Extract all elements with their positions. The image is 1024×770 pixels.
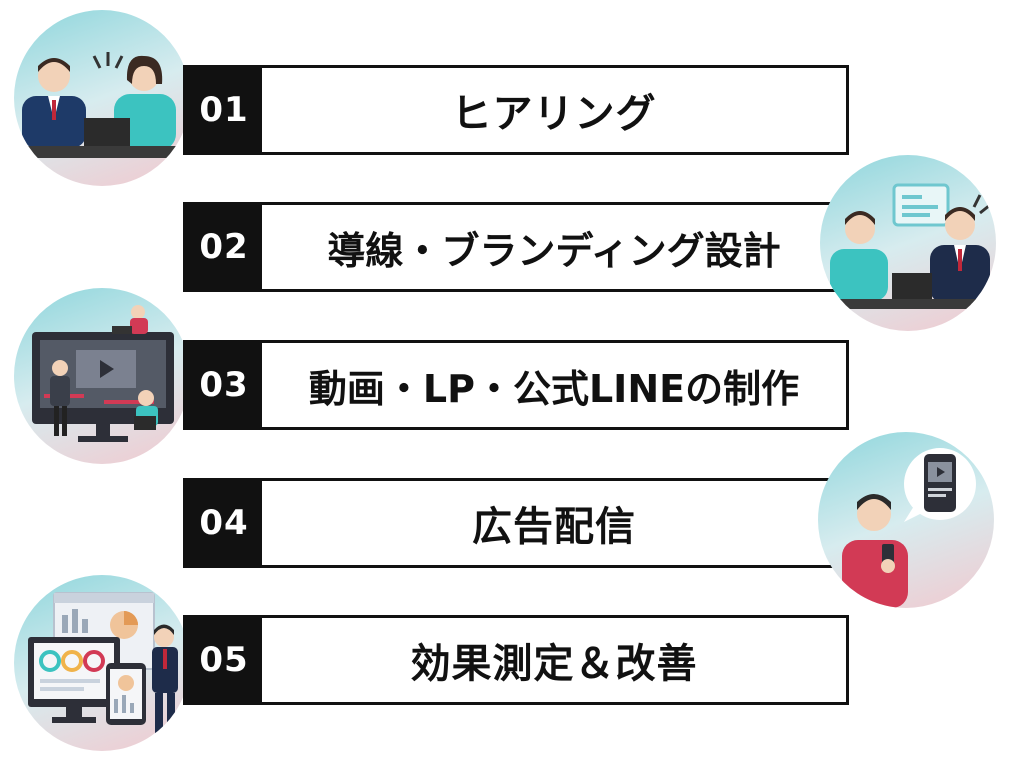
illustration-consulting xyxy=(820,155,996,331)
step-number: 01 xyxy=(186,68,262,152)
step-label: ヒアリング xyxy=(451,91,657,137)
video-production-icon xyxy=(32,305,174,442)
smartphone-ad-icon xyxy=(842,448,976,608)
consulting-presentation-icon xyxy=(820,183,996,309)
meeting-hearing-icon xyxy=(14,52,190,158)
analytics-dashboard-icon xyxy=(28,592,178,735)
step-05: 05 効果測定＆改善 xyxy=(183,615,849,705)
step-label: 効果測定＆改善 xyxy=(410,641,698,687)
step-label: 広告配信 xyxy=(472,504,636,550)
illustration-analytics xyxy=(14,575,190,751)
step-03: 03 動画・LP・公式LINEの制作 xyxy=(183,340,849,430)
step-label: 導線・ブランディング設計 xyxy=(327,228,781,273)
step-01: 01 ヒアリング xyxy=(183,65,849,155)
step-number: 03 xyxy=(186,343,262,427)
step-02: 02 導線・ブランディング設計 xyxy=(183,202,849,292)
step-label: 動画・LP・公式LINEの制作 xyxy=(308,366,800,411)
step-04: 04 広告配信 xyxy=(183,478,849,568)
step-number: 04 xyxy=(186,481,262,565)
step-number: 05 xyxy=(186,618,262,702)
step-number: 02 xyxy=(186,205,262,289)
illustration-advertising xyxy=(818,432,994,608)
illustration-hearing xyxy=(14,10,190,186)
illustration-production xyxy=(14,288,190,464)
